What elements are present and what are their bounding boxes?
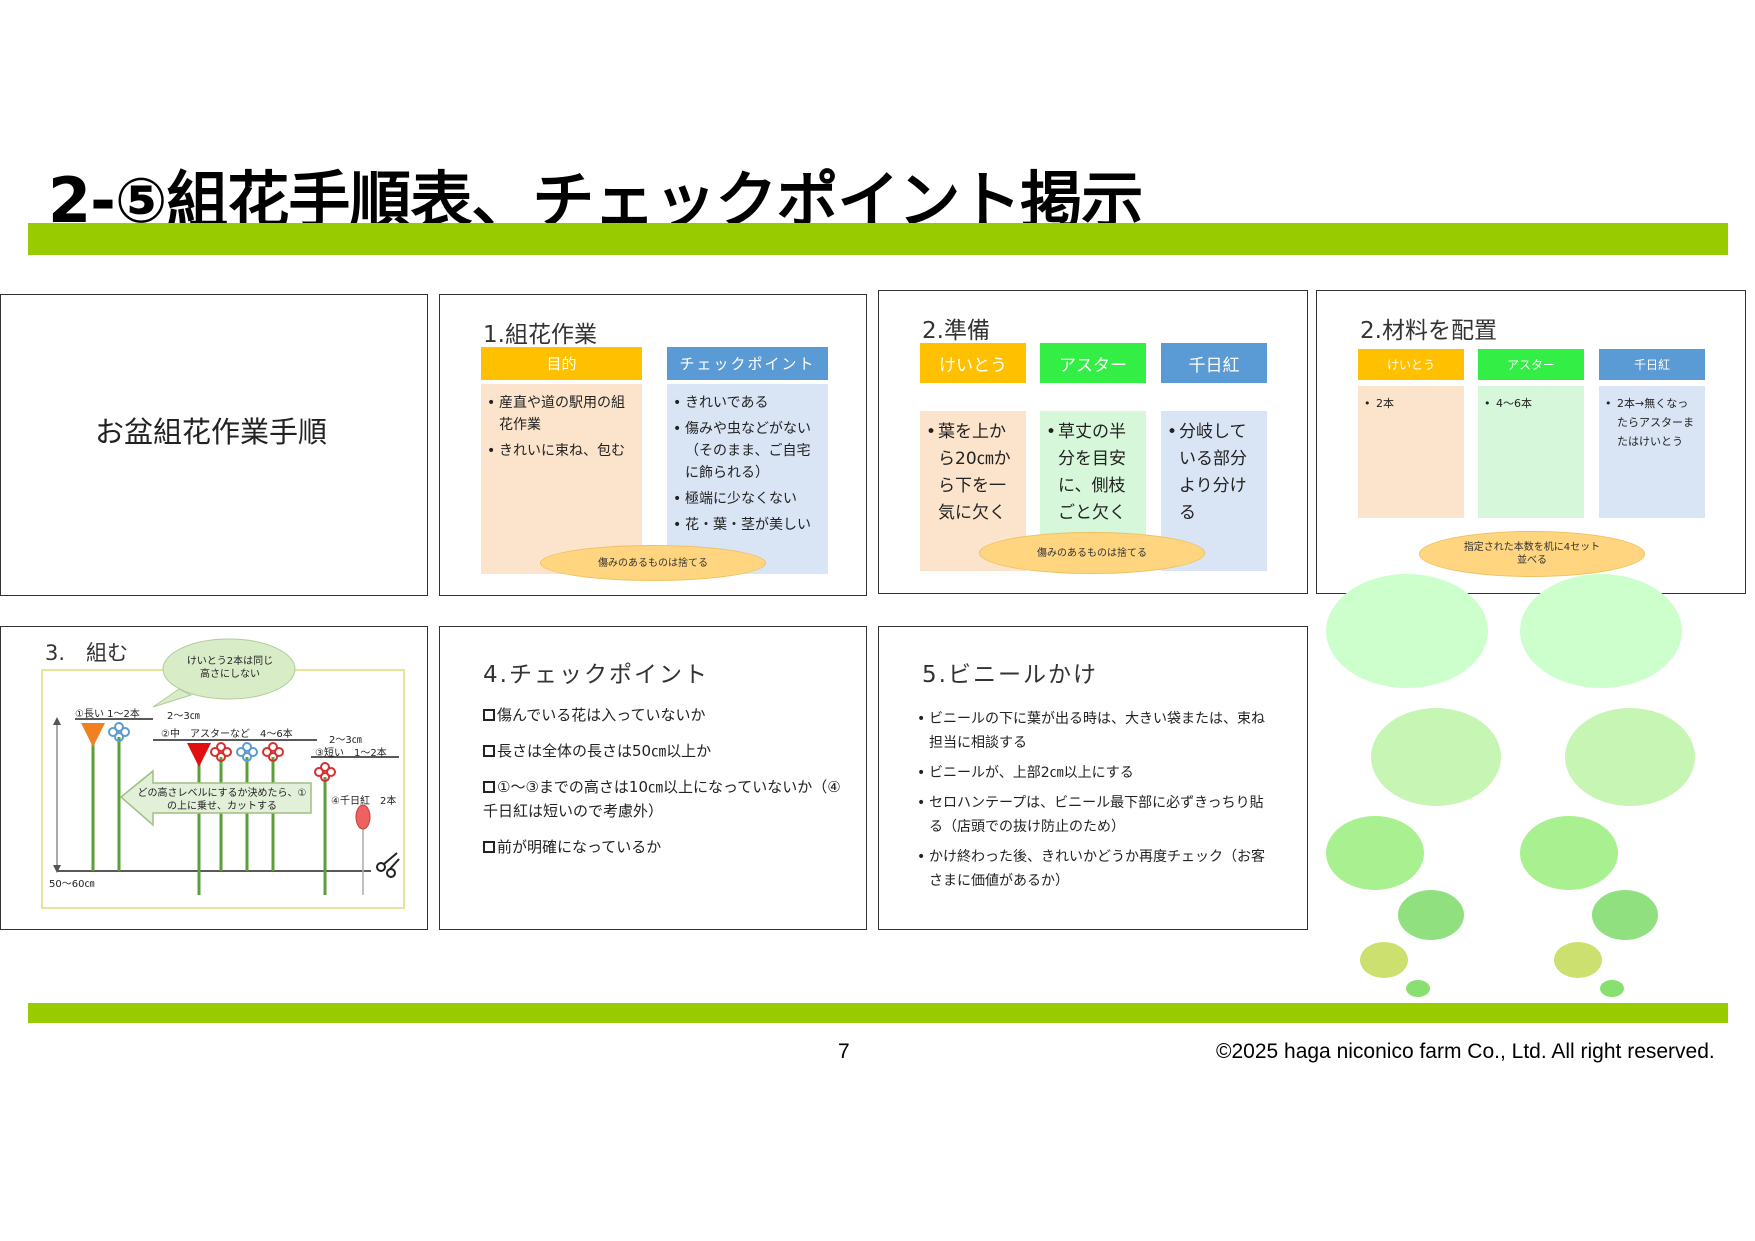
slide-kumu[interactable]: 3. 組む xyxy=(0,626,428,930)
checklist-item: ①～③までの高さは10㎝以上になっていないか（④千日紅は短いので考慮外） xyxy=(483,778,841,820)
arrow-text: どの高さレベルにするか決めたら、①の上に乗せ、カットする xyxy=(137,788,307,812)
list-item: 花・葉・茎が美しい xyxy=(673,514,822,536)
decor-circle xyxy=(1371,708,1501,806)
decor-circle xyxy=(1600,980,1624,997)
arrangement-diagram xyxy=(53,638,400,895)
slide1-note: 傷みのあるものは捨てる xyxy=(540,545,766,581)
bubble-text: けいとう2本は同じ高さにしない xyxy=(186,656,274,680)
slide3-col1-header: けいとう xyxy=(1358,349,1464,380)
checklist-item: 傷んでいる花は入っていないか xyxy=(483,703,843,727)
copyright-text: ©2025 haga niconico farm Co., Ltd. All r… xyxy=(1216,1040,1715,1063)
list-item: きれいである xyxy=(673,392,822,414)
list-item: 産直や道の駅用の組花作業 xyxy=(487,392,636,436)
cover-title: お盆組花作業手順 xyxy=(95,415,328,449)
checkbox-icon xyxy=(483,781,495,793)
slide3-col2-body: 4～6本 xyxy=(1478,386,1584,518)
list-item: 2本→無くなったらアスターまたはけいとう xyxy=(1605,394,1699,451)
slide3-title: 2.材料を配置 xyxy=(1360,318,1497,344)
left-arrow xyxy=(119,769,312,827)
speech-bubble xyxy=(162,638,296,700)
checklist-item: 前が明確になっているか xyxy=(483,835,843,859)
decor-circle xyxy=(1326,574,1488,688)
decor-circle xyxy=(1520,816,1618,890)
decor-circle xyxy=(1326,816,1424,890)
label-long: ①長い 1～2本 xyxy=(75,709,140,720)
decor-circle xyxy=(1398,890,1464,940)
slide3-col3-body: 2本→無くなったらアスターまたはけいとう xyxy=(1599,386,1705,518)
checkbox-icon xyxy=(483,745,495,757)
list-item: ビニールの下に葉が出る時は、大きい袋または、束ね担当に相談する xyxy=(917,707,1277,755)
label-mid: ②中 アスターなど 4～6本 xyxy=(161,729,293,740)
slide4-title: 3. 組む xyxy=(45,641,129,665)
checkbox-icon xyxy=(483,841,495,853)
label-length: 50～60㎝ xyxy=(49,879,95,890)
decor-circle xyxy=(1565,708,1695,806)
list-item: 2本 xyxy=(1364,394,1458,413)
scissors-icon xyxy=(376,852,400,878)
checkpoint-list: 傷んでいる花は入っていないか 長さは全体の長さは50㎝以上か ①～③までの高さは… xyxy=(483,703,843,871)
slide-kumibana-sagyou[interactable]: 1.組花作業 目的 チェックポイント 産直や道の駅用の組花作業 きれいに束ね、包… xyxy=(439,294,867,596)
list-item: 極端に少なくない xyxy=(673,488,822,510)
decor-circle xyxy=(1406,980,1430,997)
list-item: 草丈の半分を目安に、側枝ごと欠く xyxy=(1046,419,1140,527)
slide2-note: 傷みのあるものは捨てる xyxy=(979,532,1205,574)
checklist-item: 長さは全体の長さは50㎝以上か xyxy=(483,739,843,763)
list-item: かけ終わった後、きれいかどうか再度チェック（お客さまに価値があるか） xyxy=(917,845,1277,893)
slide3-col3-header: 千日紅 xyxy=(1599,349,1705,380)
decor-circle xyxy=(1554,942,1602,978)
slide1-title: 1.組花作業 xyxy=(483,322,597,348)
list-item: セロハンテープは、ビニール最下部に必ずきっちり貼る（店頭での抜け防止のため） xyxy=(917,791,1277,839)
slide2-col1-header: けいとう xyxy=(920,343,1026,383)
page-number: 7 xyxy=(838,1040,850,1063)
list-item: 葉を上から20㎝から下を一気に欠く xyxy=(926,419,1020,527)
bottom-accent-bar xyxy=(28,1003,1728,1023)
decor-circle xyxy=(1592,890,1658,940)
slide1-col2-header: チェックポイント xyxy=(667,347,828,380)
list-item: 分岐している部分より分ける xyxy=(1167,419,1261,527)
slide3-col2-header: アスター xyxy=(1478,349,1584,380)
slide-zairyou-haichi[interactable]: 2.材料を配置 けいとう アスター 千日紅 2本 4～6本 2本→無くなったらア… xyxy=(1316,290,1746,594)
slide6-body: ビニールの下に葉が出る時は、大きい袋または、束ね担当に相談する ビニールが、上部… xyxy=(917,707,1277,899)
decor-circle xyxy=(1360,942,1408,978)
label-short: ③短い 1～2本 xyxy=(315,748,387,759)
slide2-col3-header: 千日紅 xyxy=(1161,343,1267,383)
slide-vinyl-kake[interactable]: 5.ビニールかけ ビニールの下に葉が出る時は、大きい袋または、束ね担当に相談する… xyxy=(878,626,1308,930)
checkbox-icon xyxy=(483,709,495,721)
list-item: きれいに束ね、包む xyxy=(487,440,636,462)
keitou-flower xyxy=(187,743,211,767)
list-item: 傷みや虫などがない（そのまま、ご自宅に飾られる） xyxy=(673,418,822,484)
slide-checkpoint[interactable]: 4.チェックポイント 傷んでいる花は入っていないか 長さは全体の長さは50㎝以上… xyxy=(439,626,867,930)
keitou-flower xyxy=(81,723,105,747)
sennichikou-flower xyxy=(355,804,371,830)
slide1-col1-body: 産直や道の駅用の組花作業 きれいに束ね、包む xyxy=(481,384,642,574)
slide3-note: 指定された本数を机に4セット並べる xyxy=(1419,531,1645,577)
list-item: 4～6本 xyxy=(1484,394,1578,413)
list-item: ビニールが、上部2㎝以上にする xyxy=(917,761,1277,785)
slide1-col1-header: 目的 xyxy=(481,347,642,380)
slide2-title: 2.準備 xyxy=(922,318,990,344)
slide5-title: 4.チェックポイント xyxy=(483,662,709,688)
slide2-col2-header: アスター xyxy=(1040,343,1146,383)
top-accent-bar xyxy=(28,223,1728,255)
label-senbon: ④千日紅 2本 xyxy=(331,796,397,807)
slide3-col1-body: 2本 xyxy=(1358,386,1464,518)
slide1-col2-body: きれいである 傷みや虫などがない（そのまま、ご自宅に飾られる） 極端に少なくない… xyxy=(667,384,828,574)
decor-circle xyxy=(1520,574,1682,688)
label-gap1: 2～3㎝ xyxy=(167,711,200,722)
slide6-title: 5.ビニールかけ xyxy=(922,662,1098,688)
slide-junbi[interactable]: 2.準備 けいとう アスター 千日紅 葉を上から20㎝から下を一気に欠く 草丈の… xyxy=(878,290,1308,594)
speech-bubble-tail xyxy=(152,688,193,708)
slide-cover[interactable]: お盆組花作業手順 xyxy=(0,294,428,596)
label-gap2: 2～3㎝ xyxy=(329,735,362,746)
